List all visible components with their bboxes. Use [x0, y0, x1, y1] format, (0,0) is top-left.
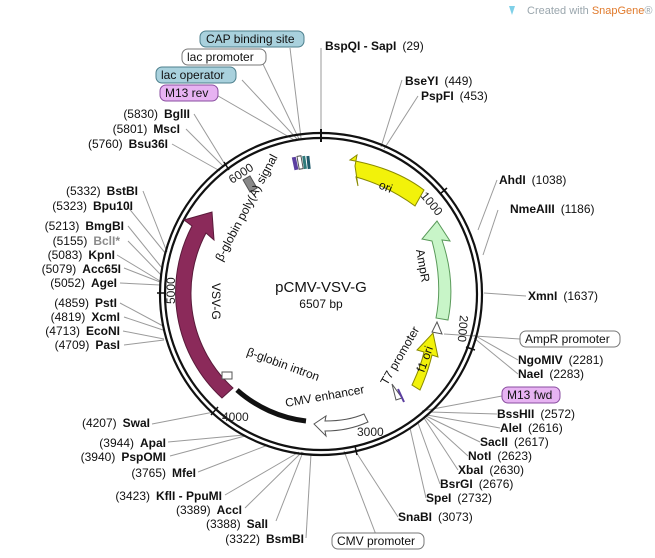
site-label: BsrGI(2676) — [440, 477, 513, 491]
label-ampr: AmpR — [413, 248, 433, 284]
site-label: (3388)SalI — [206, 517, 268, 531]
label-bglobin-intron: β-globin intron — [245, 345, 321, 384]
site-label: BssHII(2572) — [497, 407, 575, 421]
label-vsvg: VSV-G — [209, 283, 223, 320]
label-cmv-enhancer: CMV enhancer — [284, 382, 365, 410]
site-labels-right: BspQI - SapI(29) BseYI(449) PspFI(453) A… — [325, 39, 603, 524]
plasmid-name: pCMV-VSV-G — [275, 279, 367, 296]
boxed-label-lac-operator: lac operator — [155, 66, 237, 84]
feature-polya-box — [242, 175, 258, 193]
lac-cluster — [291, 155, 311, 171]
boxed-label-lac-promoter: lac promoter — [181, 48, 267, 66]
site-label: (3944)ApaI — [99, 436, 166, 450]
svg-text:AmpR promoter: AmpR promoter — [525, 332, 610, 346]
site-label: XbaI(2630) — [458, 463, 524, 477]
tick-label: 5000 — [164, 277, 178, 304]
credit-prefix: Created with — [527, 5, 592, 17]
svg-text:lac operator: lac operator — [161, 68, 224, 82]
site-connector-lines — [116, 47, 527, 541]
boxed-label-cap: CAP binding site — [199, 30, 305, 48]
site-label: (4207)SwaI — [82, 416, 150, 430]
site-label: (5323)Bpu10I — [52, 199, 133, 213]
site-label: NaeI(2283) — [518, 367, 584, 381]
svg-text:M13 rev: M13 rev — [165, 86, 208, 100]
site-label: (3389)AccI — [176, 503, 242, 517]
boxed-label-m13-rev: M13 rev — [159, 84, 219, 102]
tick-label: 4000 — [222, 410, 249, 424]
svg-text:CMV promoter: CMV promoter — [337, 534, 415, 548]
feature-ori-arrow — [348, 153, 425, 207]
site-label: (3765)MfeI — [131, 466, 196, 480]
site-labels-left: (3322)BsmBI (3388)SalI (3389)AccI (3423)… — [42, 107, 304, 546]
site-label: (4709)PasI — [55, 338, 120, 352]
boxed-labels: CAP binding site lac promoter lac operat… — [155, 30, 621, 550]
site-label: (5052)AgeI — [50, 276, 117, 290]
boxed-label-ampr-promoter: AmpR promoter — [519, 330, 621, 348]
tick-4000: 4000 — [210, 406, 249, 424]
feature-bglobin-intron-arc — [235, 388, 307, 424]
site-label: (5760)Bsu36I — [88, 137, 168, 151]
label-f1ori: f1 ori — [414, 344, 436, 374]
site-label: PspFI(453) — [421, 89, 488, 103]
site-label: NotI(2623) — [468, 449, 532, 463]
site-label: BseYI(449) — [405, 74, 472, 88]
svg-text:CAP binding site: CAP binding site — [206, 32, 295, 46]
site-label: NgoMIV(2281) — [518, 353, 603, 367]
m13-fwd-marker — [397, 388, 405, 403]
site-label: XmnI(1637) — [528, 289, 598, 303]
site-label: (3423)KflI - PpuMI — [115, 489, 222, 503]
feature-cmv-enhancer-arrow — [313, 413, 369, 438]
svg-text:Created with SnapGene®: Created with SnapGene® — [527, 5, 653, 17]
plasmid-size: 6507 bp — [299, 297, 343, 311]
feature-f1ori-arrow — [411, 331, 439, 391]
features — [175, 153, 452, 438]
site-label: (5155)BclI* — [53, 234, 121, 248]
site-label: (3322)BsmBI — [225, 532, 304, 546]
feature-ampr-promoter-arrow — [431, 320, 443, 335]
credit-mark: ® — [644, 5, 652, 17]
site-label: (5830)BglII — [123, 107, 190, 121]
site-label: SacII(2617) — [480, 435, 549, 449]
snapgene-logo-icon — [509, 6, 515, 15]
site-label: BspQI - SapI(29) — [325, 39, 424, 53]
tick-label: 2000 — [455, 315, 471, 343]
site-label: SpeI(2732) — [426, 491, 492, 505]
feature-small-marker — [221, 371, 233, 380]
site-label: (4859)PstI — [54, 296, 117, 310]
svg-text:M13 fwd: M13 fwd — [507, 388, 552, 402]
site-label: (4819)XcmI — [51, 310, 120, 324]
feature-ampr-arrow — [421, 220, 452, 321]
tick-2000: 2000 — [455, 315, 476, 351]
site-label: (5079)Acc65I — [42, 262, 121, 276]
site-label: (4713)EcoNI — [45, 324, 120, 338]
site-label: (5801)MscI — [113, 122, 180, 136]
site-label: (5332)BstBI — [66, 184, 138, 198]
credit-brand: SnapGene — [592, 5, 645, 17]
boxed-label-m13-fwd: M13 fwd — [501, 386, 561, 404]
snapgene-credit: Created with SnapGene® — [509, 5, 653, 17]
tick-5000: 5000 — [157, 277, 178, 304]
site-label: (5213)BmgBI — [45, 219, 124, 233]
feature-t7-promoter-arrow — [391, 383, 403, 401]
tick-label: 3000 — [357, 425, 384, 439]
site-label: SnaBI(3073) — [398, 510, 473, 524]
site-label: (5083)KpnI — [48, 248, 115, 262]
svg-text:lac promoter: lac promoter — [187, 50, 254, 64]
site-label: AhdI(1038) — [499, 173, 566, 187]
boxed-label-cmv-promoter: CMV promoter — [331, 532, 425, 550]
site-label: NmeAIII(1186) — [510, 202, 594, 216]
tick-3000: 3000 — [354, 425, 384, 456]
label-ori: ori — [377, 178, 395, 196]
site-label: (3940)PspOMI — [81, 450, 166, 464]
site-label: AleI(2616) — [500, 421, 563, 435]
feature-vsvg-arrow — [175, 211, 234, 399]
